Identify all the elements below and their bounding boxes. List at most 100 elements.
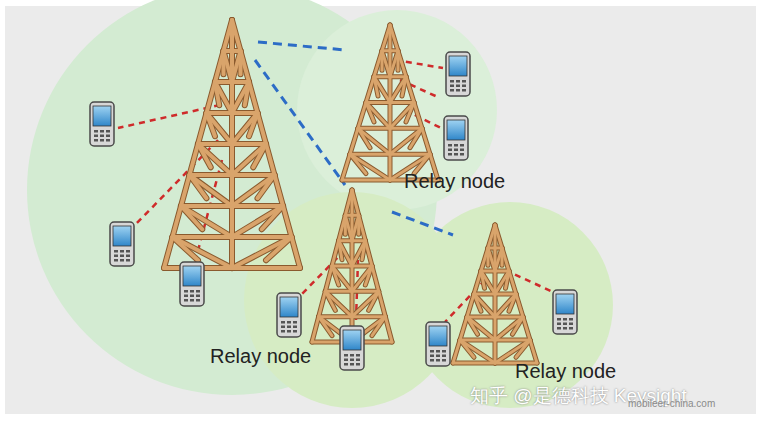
tower-beam [481,271,485,288]
tower-beam [215,82,219,105]
phone-screen [113,226,131,246]
phone-screen [280,297,298,317]
phone-key [344,354,348,357]
phone-key [462,80,466,83]
phone-key [356,359,360,362]
phone-key [120,255,124,258]
phone-key [454,149,458,152]
tower-beam [181,206,232,237]
tower-beam [366,103,390,129]
tower-beam [366,103,374,122]
mobile-phone [553,290,577,334]
tower-beam [352,241,365,266]
tower-beam [215,82,232,113]
tower [312,190,392,342]
tower-beam [232,113,258,144]
phone-key [454,153,458,156]
phone-screen [429,326,447,346]
tower-beam [232,206,283,237]
tower-beam [232,175,275,206]
phone-key [281,326,285,329]
phone-key [126,250,130,253]
phone-key [281,330,285,333]
phone-key [287,330,291,333]
mobile-phone [90,102,114,146]
tower-beam [339,241,352,266]
phone-key [563,327,567,330]
tower-beam [390,77,406,103]
tower-beam [232,237,292,268]
tower-beam [253,144,266,167]
tower-beam [406,103,414,122]
phone-key [442,359,446,362]
tower-beam [460,340,474,357]
phone-key [557,323,561,326]
tower-beam [487,248,490,265]
tower-beam [390,103,414,129]
phone-screen [449,56,467,76]
phone-key [456,80,460,83]
phone-key [569,327,573,330]
phone-body [446,52,470,96]
tower-beam [402,77,406,96]
phone-key [281,321,285,324]
tower-beam [410,128,422,147]
tower-beam [495,294,516,317]
phone-key [126,259,130,262]
tower-beam [207,113,216,136]
tower-beam [352,266,372,291]
phone-screen [447,120,465,140]
tower-beam [332,266,339,285]
tower-beam [198,144,211,167]
tower-beam [224,49,241,53]
phone-body [110,222,134,266]
phone-key [430,355,434,358]
phone-key [100,139,104,142]
tower-beam [332,266,352,291]
tower-beam [207,113,233,144]
tower-beam [390,77,406,103]
phone-key [196,295,200,298]
tower-beam [481,271,495,294]
tower-beam [488,247,502,250]
tower-beam [350,154,390,180]
phone-key [114,259,118,262]
phone-key [190,299,194,302]
tower-beam [215,82,232,113]
tower-beam [460,340,495,363]
tower-beam [325,291,352,316]
tower-beam [382,51,390,77]
tower-beam [495,271,509,294]
tower-beam [352,215,359,240]
tower-beam [232,51,241,82]
phone-key [448,153,452,156]
phone-body [340,326,364,370]
phone-key [460,144,464,147]
tower-beam [467,317,495,340]
phone-key [569,318,573,321]
tower-beam [390,128,422,154]
relay-node: Relay node [453,225,537,363]
phone-key [100,130,104,133]
phone-body [277,293,301,337]
phone-screen [183,266,201,286]
tower-beam [372,317,385,336]
phone-body [444,116,468,160]
tower-beam [460,340,495,363]
phone-key [293,321,297,324]
tower-beam [474,294,495,317]
phone-screen [556,294,574,314]
tower-beam [319,317,332,336]
tower-beam [181,206,202,229]
phone-key [293,326,297,329]
phone-key [350,359,354,362]
tower-beam [232,82,249,113]
phone-key [344,359,348,362]
tower-beam [232,175,275,206]
phone-key [356,354,360,357]
tower-beam [198,144,232,175]
tower-beam [352,241,365,266]
tower-beam [350,154,366,173]
tower [164,20,300,268]
